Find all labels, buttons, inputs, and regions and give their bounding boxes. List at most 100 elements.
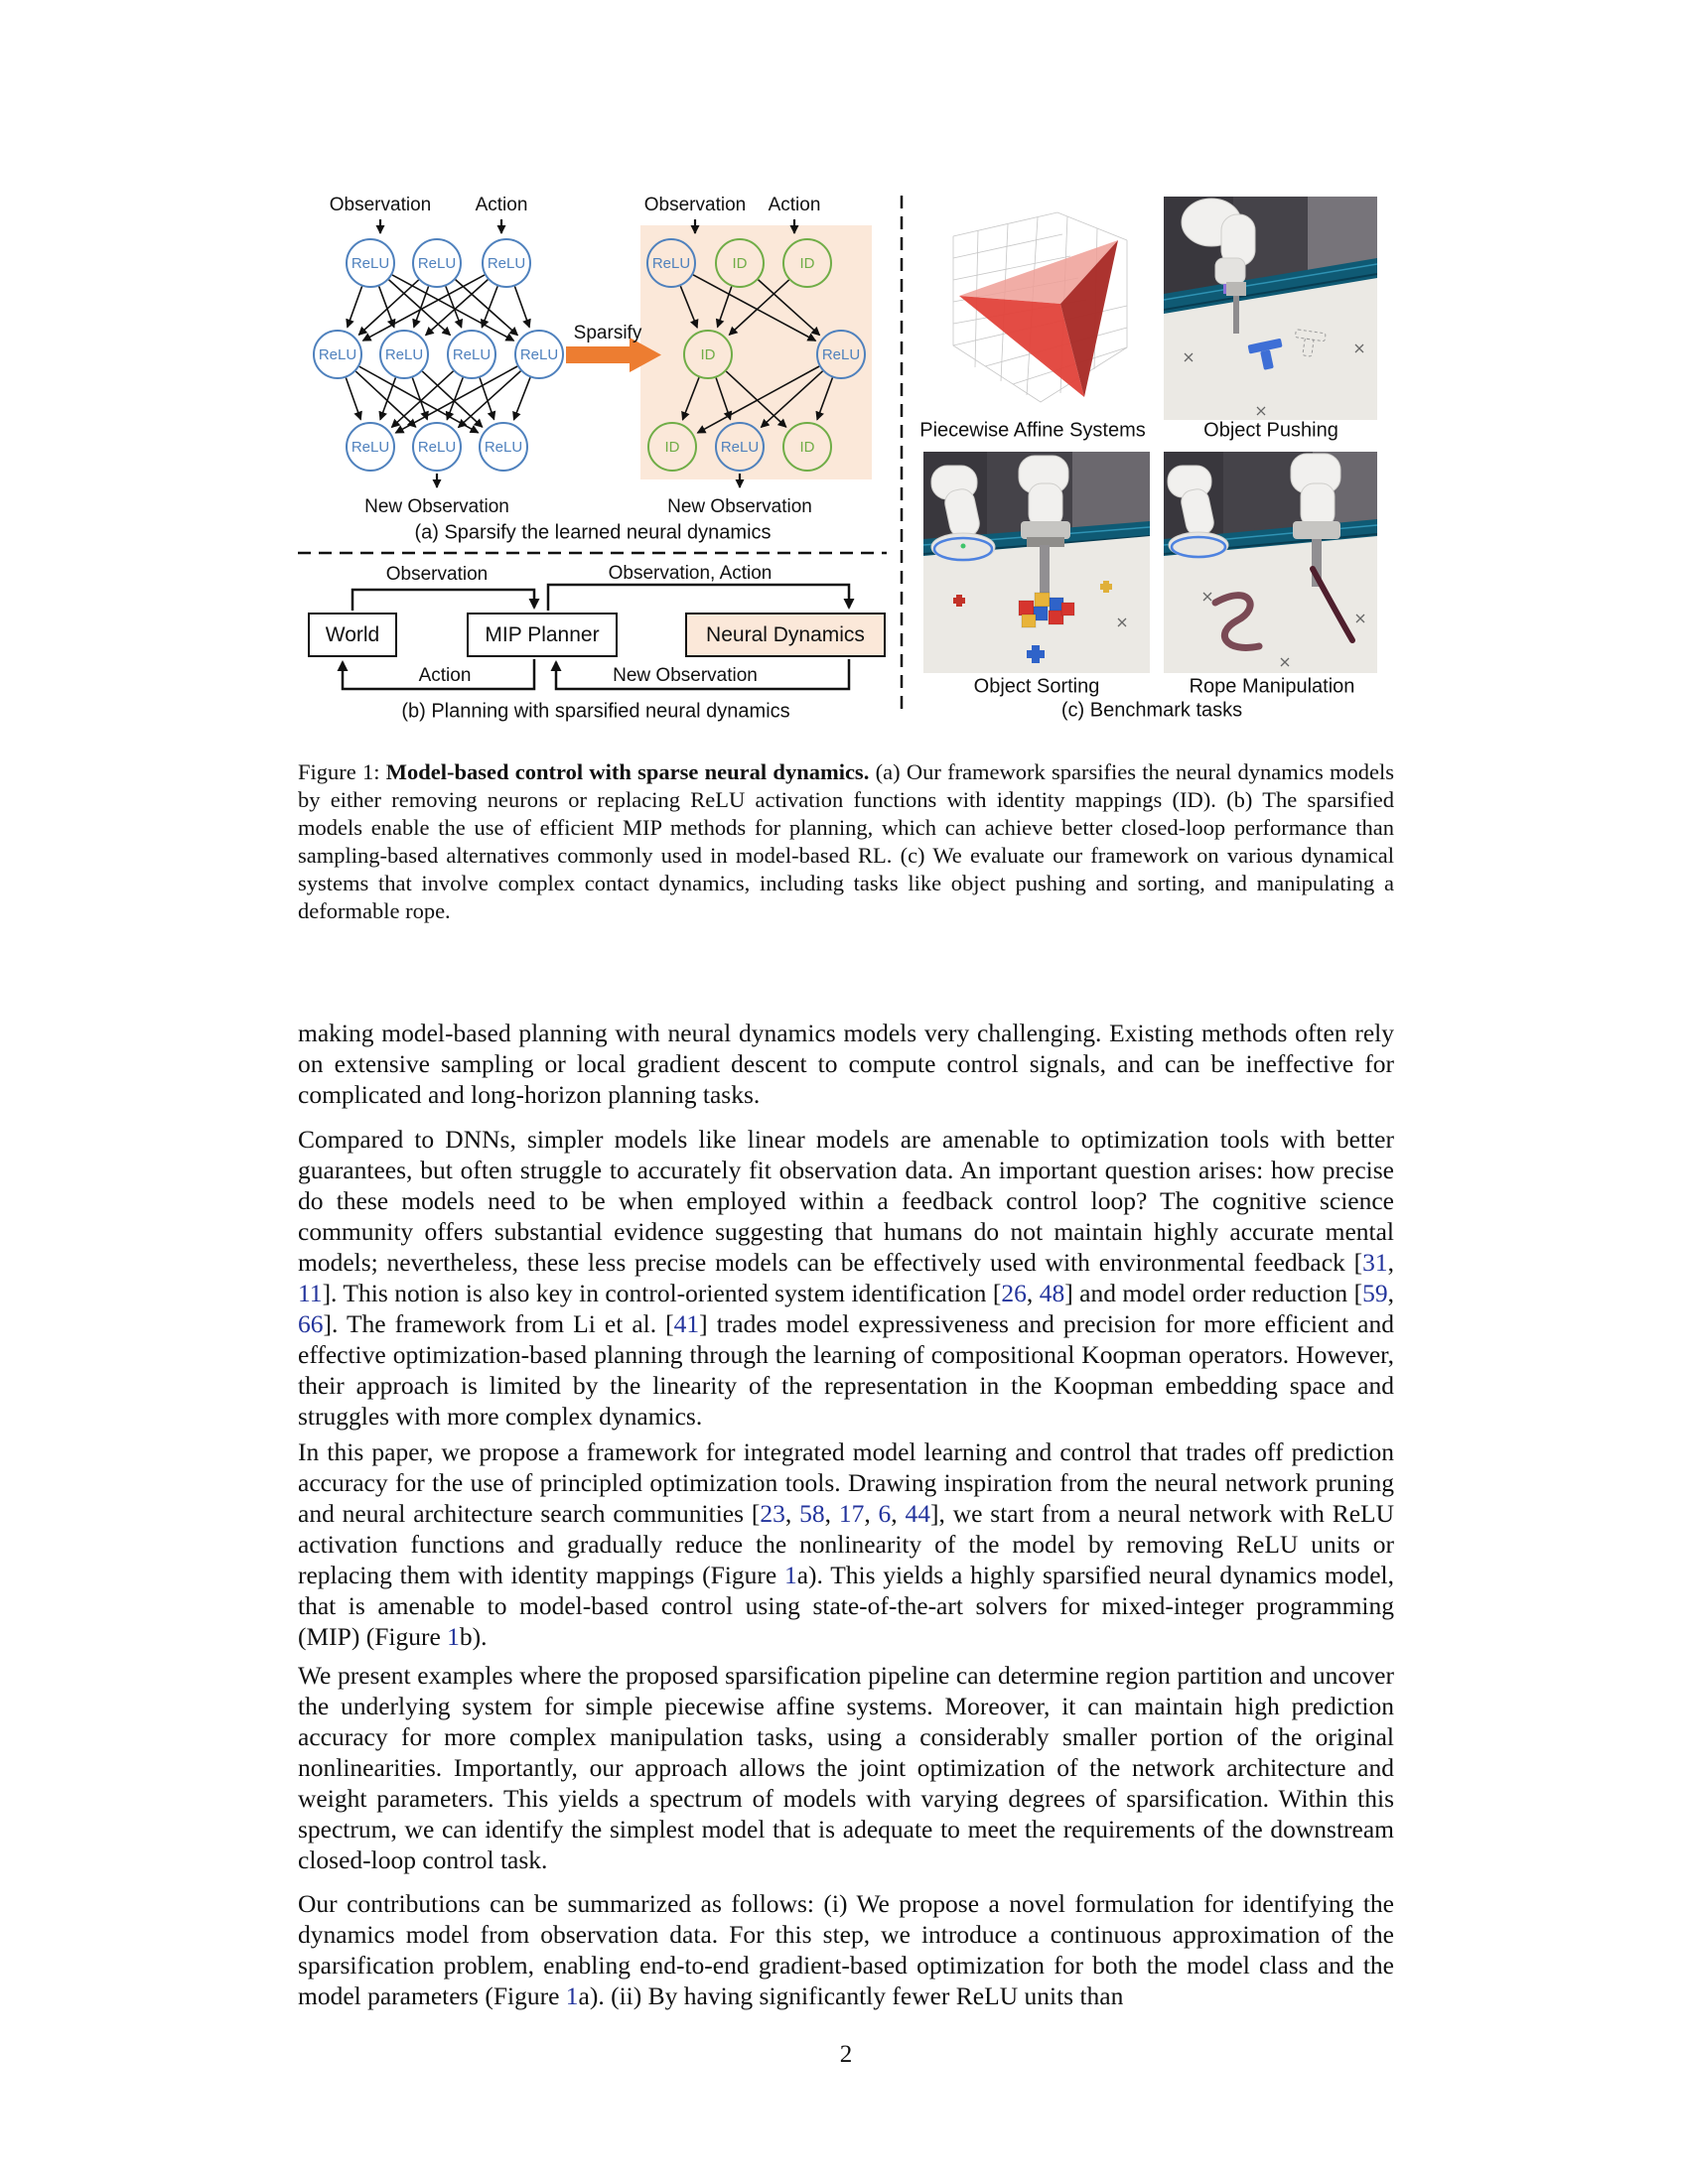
id-node: ID (782, 422, 832, 472)
gripper-pole (1233, 296, 1239, 334)
text-segment: , (1026, 1278, 1040, 1307)
page-number: 2 (839, 2041, 853, 2068)
rope-s-shape (1211, 592, 1263, 651)
relu-node: ReLU (646, 238, 696, 288)
text-segment: ], we start from a neural network with R… (298, 1498, 1395, 1589)
citation-link[interactable]: 31 (1362, 1247, 1388, 1277)
relu-node: ReLU (412, 422, 462, 472)
text-segment: a). (ii) By having significantly fewer R… (578, 1980, 1124, 2010)
figure-caption: Figure 1: Model-based control with spars… (298, 758, 1394, 925)
task-label-rope: Rope Manipulation (1189, 675, 1355, 698)
id-node: ID (715, 238, 765, 288)
panel-b-observation-label: Observation (385, 564, 489, 585)
relu-node: ReLU (346, 422, 395, 472)
text-segment: , (784, 1498, 800, 1528)
citation-link[interactable]: 1 (447, 1621, 460, 1651)
object-sorting-photo (923, 452, 1150, 673)
neural-dynamics-box: Neural Dynamics (685, 613, 886, 657)
task-label-sorting: Object Sorting (973, 675, 1100, 698)
text-segment: We present examples where the proposed s… (298, 1660, 1394, 1874)
text-segment: a). This yields a highly sparsified neur… (298, 1560, 1395, 1651)
text-segment: ] trades model expressiveness and precis… (298, 1308, 1394, 1431)
object-pushing-photo (1164, 197, 1377, 420)
task-label-pushing: Object Pushing (1203, 419, 1338, 442)
gripper-pole (1040, 545, 1050, 601)
panel-a-caption: (a) Sparsify the learned neural dynamics (414, 521, 772, 544)
panel-b-caption: (b) Planning with sparsified neural dyna… (401, 700, 790, 723)
citation-link[interactable]: 17 (838, 1498, 865, 1528)
led-ring (1170, 535, 1227, 559)
id-node: ID (683, 330, 733, 379)
task-label-piecewise: Piecewise Affine Systems (919, 419, 1146, 442)
table-surface (1164, 536, 1377, 673)
text-segment: , (864, 1498, 879, 1528)
calibration-marks (1184, 343, 1364, 416)
blocks-cluster (1018, 592, 1075, 628)
led-ring (932, 536, 994, 562)
piecewise-affine-systems-plot (923, 199, 1142, 420)
citation-link[interactable]: 23 (760, 1498, 785, 1528)
relu-node: ReLU (514, 330, 564, 379)
robot-arm (1181, 198, 1256, 334)
citation-link[interactable]: 1 (783, 1560, 797, 1589)
rope-manipulation-photo (1164, 452, 1377, 673)
dense-new-observation-label: New Observation (364, 496, 509, 517)
text-segment: making model-based planning with neural … (298, 1018, 1394, 1109)
citation-link[interactable]: 66 (298, 1308, 324, 1338)
citation-link[interactable]: 6 (878, 1498, 892, 1528)
center-robot-arm (1290, 453, 1341, 587)
text-segment: Compared to DNNs, simpler models like li… (298, 1124, 1394, 1277)
citation-link[interactable]: 44 (905, 1498, 931, 1528)
calibration-mark (1117, 617, 1127, 627)
body-paragraph: Compared to DNNs, simpler models like li… (298, 1124, 1394, 1432)
text-segment: Figure 1: (298, 758, 386, 784)
relu-node: ReLU (412, 238, 462, 288)
relu-node: ReLU (313, 330, 362, 379)
sparsify-label: Sparsify (573, 323, 642, 343)
panel-c-caption: (c) Benchmark tasks (1060, 699, 1243, 722)
target-outline (1295, 329, 1327, 357)
text-segment: (a) Our framework sparsifies the neural … (298, 758, 1395, 923)
piecewise-affine-surface (959, 240, 1118, 397)
body-paragraph: making model-based planning with neural … (298, 1018, 1394, 1110)
citation-link[interactable]: 11 (298, 1278, 323, 1307)
plus-markers (953, 581, 1112, 663)
text-segment: ] and model order reduction [ (1064, 1278, 1363, 1307)
text-segment: ]. This notion is also key in control-or… (322, 1278, 1002, 1307)
relu-node: ReLU (715, 422, 765, 472)
relu-node: ReLU (379, 330, 429, 379)
relu-node: ReLU (816, 330, 866, 379)
t-object (1247, 339, 1283, 370)
sparse-observation-label: Observation (643, 195, 747, 215)
relu-node: ReLU (479, 422, 528, 472)
text-segment: Our contributions can be summarized as f… (298, 1888, 1394, 2010)
gripper-pole (1312, 539, 1322, 587)
citation-link[interactable]: 41 (673, 1308, 700, 1338)
citation-link[interactable]: 58 (799, 1498, 825, 1528)
text-segment: , (824, 1498, 839, 1528)
citation-link[interactable]: 48 (1039, 1278, 1065, 1307)
left-robot-arm (930, 465, 996, 562)
rope-straight (1310, 566, 1355, 643)
text-segment: , (1387, 1278, 1395, 1307)
id-node: ID (782, 238, 832, 288)
citation-link[interactable]: 26 (1001, 1278, 1027, 1307)
citation-link[interactable]: 1 (565, 1980, 579, 2010)
body-paragraph: We present examples where the proposed s… (298, 1660, 1394, 1875)
caption-bold-title: Model-based control with sparse neural d… (385, 758, 876, 784)
text-segment: , (891, 1498, 906, 1528)
relu-node: ReLU (346, 238, 395, 288)
center-robot-arm (1018, 455, 1070, 601)
metal-frame (1164, 258, 1377, 318)
citation-link[interactable]: 59 (1362, 1278, 1388, 1307)
sparse-new-observation-label: New Observation (667, 496, 812, 517)
dense-observation-label: Observation (329, 195, 432, 215)
left-robot-arm (1167, 465, 1229, 559)
relu-node: ReLU (447, 330, 496, 379)
body-paragraph: Our contributions can be summarized as f… (298, 1888, 1394, 2011)
text-segment: ]. The framework from Li et al. [ (323, 1308, 674, 1338)
body-paragraph: In this paper, we propose a framework fo… (298, 1436, 1394, 1652)
id-node: ID (647, 422, 697, 472)
panel-b-action-label: Action (418, 665, 472, 686)
